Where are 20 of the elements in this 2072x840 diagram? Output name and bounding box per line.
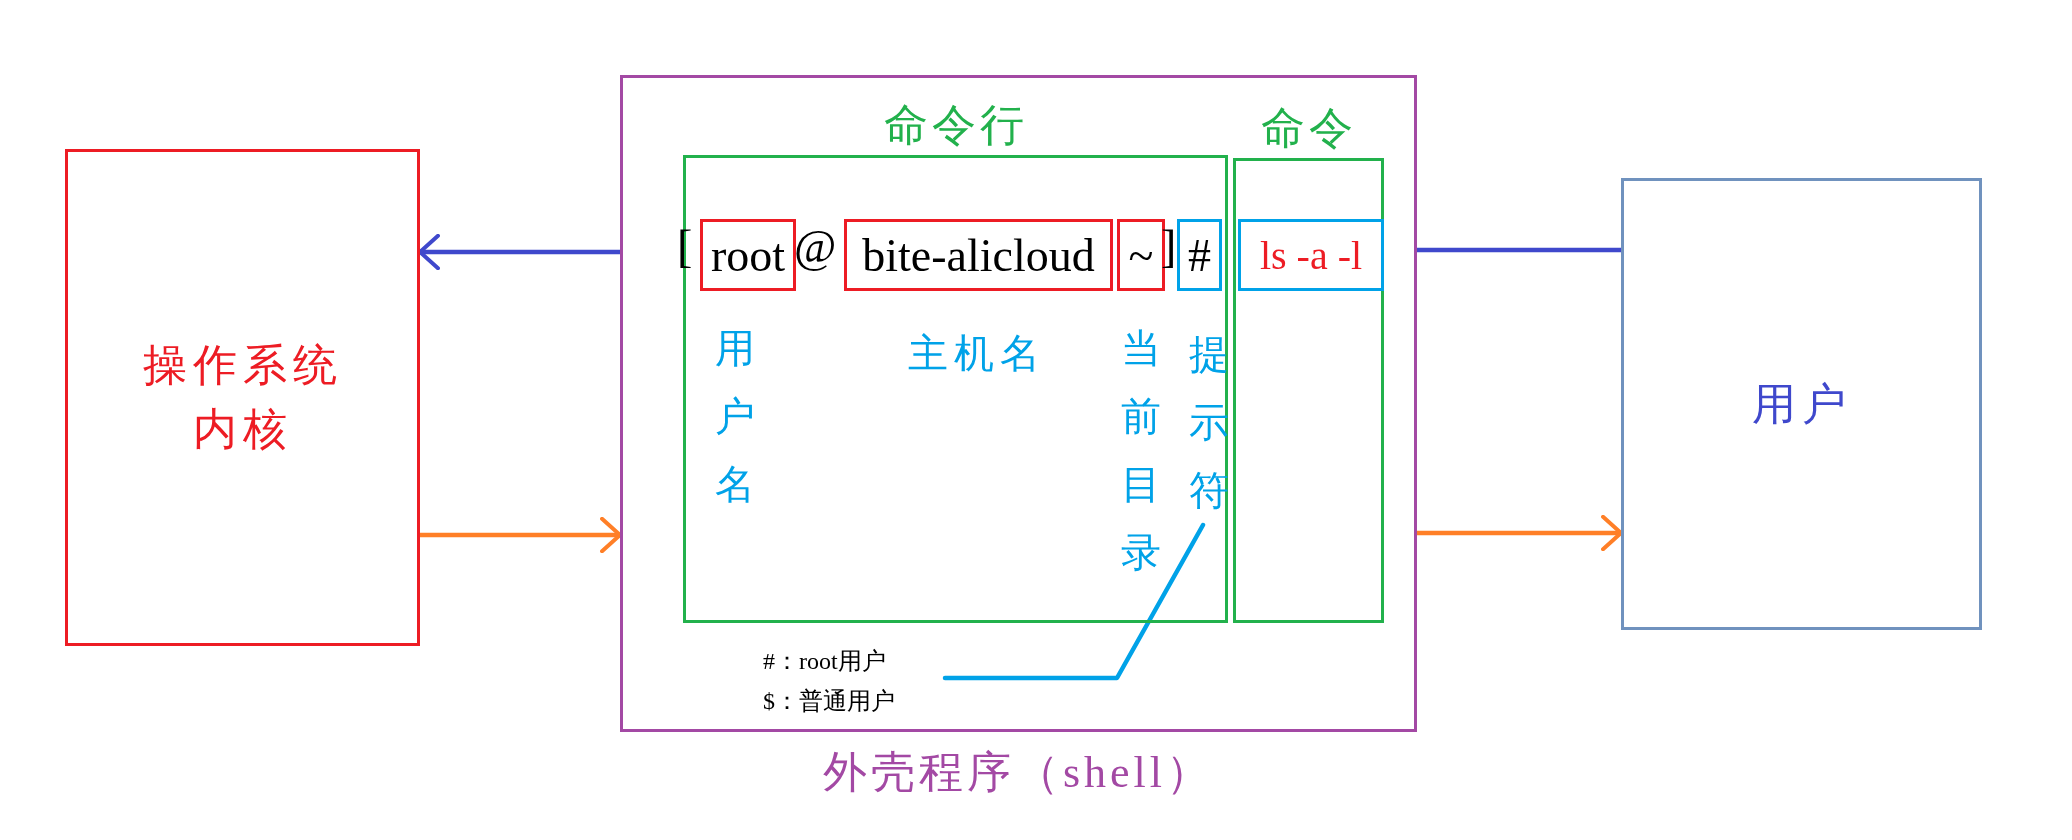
heading-text: 命令行 [882, 100, 1029, 152]
arrow [1414, 514, 1624, 552]
hostname-box: bite-alicloud [844, 219, 1113, 291]
prompt-text: @ [794, 220, 837, 274]
connector-line [1414, 247, 1624, 253]
heading-text: 外壳程序（shell） [821, 747, 1216, 799]
arrow [417, 233, 623, 271]
annotation-text: 主机名 [908, 330, 1046, 378]
note-line: $：普通用户 [763, 687, 896, 716]
arrow [417, 516, 623, 554]
annotation-text: 当前目录 [1120, 325, 1162, 577]
heading-text: 命令 [1259, 103, 1358, 155]
prompt-box: # [1177, 219, 1222, 291]
annotation-text: 用户名 [714, 325, 756, 509]
note-line: #：root用户 [763, 647, 887, 676]
leader-line [942, 522, 1206, 681]
command-text-box: ls -a -l [1238, 219, 1384, 291]
kernel-box: 操作系统内核 [65, 149, 420, 646]
user-box: 用户 [1621, 178, 1982, 630]
username-box: root [700, 219, 796, 291]
